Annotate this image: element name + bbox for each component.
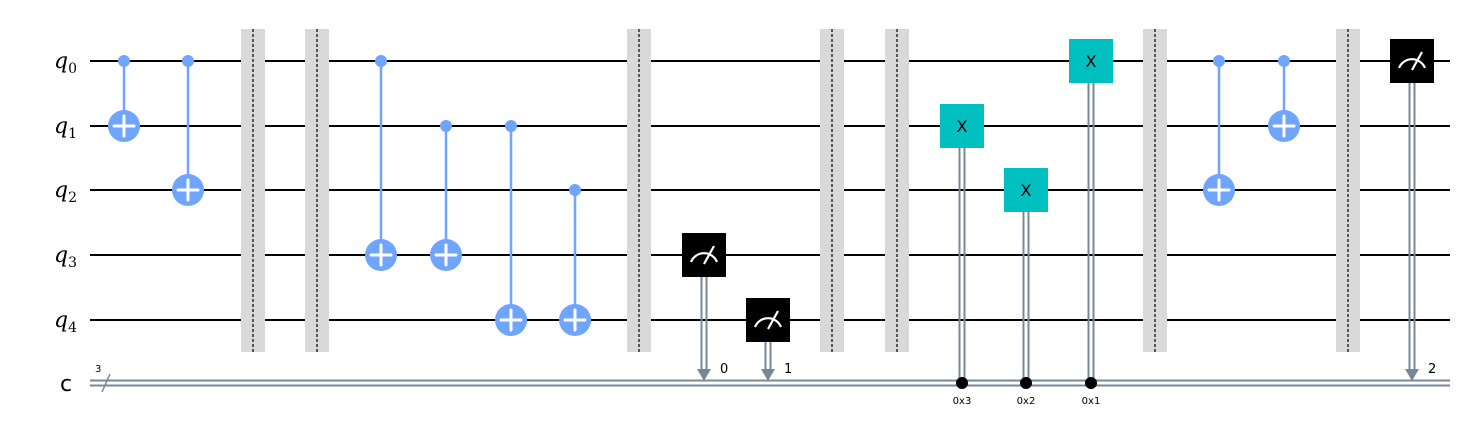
measure-arrow-icon <box>761 369 775 381</box>
meter-needle-icon <box>767 310 779 330</box>
measure-link <box>761 340 775 381</box>
measure-box <box>1390 39 1434 83</box>
target-plus-icon <box>1207 178 1231 202</box>
qubit-letter: q <box>54 243 68 268</box>
control-dot <box>1278 55 1290 67</box>
control-dot <box>182 55 194 67</box>
measure-link <box>697 275 711 381</box>
classical-bit-index: 0 <box>720 362 728 377</box>
measure-gate <box>682 233 726 277</box>
control-dot <box>118 55 130 67</box>
qubit-label-q2: q2 <box>54 178 77 206</box>
x-gate: X <box>1069 39 1113 83</box>
qubit-label-q4: q4 <box>54 308 77 336</box>
measure-arrow-icon <box>697 369 711 381</box>
target-plus-icon <box>112 114 136 138</box>
target-plus-icon <box>563 308 587 332</box>
cnot-gate <box>1203 55 1235 206</box>
condition-value: 0x1 <box>1082 396 1101 407</box>
x-gate-box <box>1069 39 1113 83</box>
meter-needle-icon <box>1411 51 1423 71</box>
condition-link <box>958 146 966 383</box>
classical-bit-index: 2 <box>1428 362 1436 377</box>
barrier <box>1336 29 1360 352</box>
condition-dot <box>956 377 968 389</box>
meter-needle-icon <box>703 245 715 265</box>
cnot-gate <box>108 55 140 142</box>
measure-arrow-icon <box>1405 369 1419 381</box>
cnot-gate <box>172 55 204 206</box>
qubit-index: 3 <box>68 255 77 271</box>
classical-bit-index: 1 <box>784 362 792 377</box>
cnot-gate <box>495 120 527 336</box>
qubit-index: 0 <box>68 61 77 77</box>
control-dot <box>1213 55 1225 67</box>
barrier <box>305 29 329 352</box>
qubit-label-q0: q0 <box>54 49 77 77</box>
gates-layer: 0 1 0x3 X 0x2 X 0x1 X 2 <box>108 29 1436 407</box>
measure-gate <box>1390 39 1434 83</box>
condition-value: 0x2 <box>1017 396 1036 407</box>
x-gate-box <box>940 104 984 148</box>
meter-arc-icon <box>1397 58 1427 69</box>
barrier <box>627 29 651 352</box>
measure-gate <box>746 298 790 342</box>
qubit-letter: q <box>54 308 68 333</box>
measure-box <box>682 233 726 277</box>
target-plus-icon <box>369 243 393 267</box>
meter-arc-icon <box>753 317 783 328</box>
classical-register-label: c <box>60 372 72 397</box>
control-dot <box>440 120 452 132</box>
x-gate-label: X <box>957 117 968 136</box>
x-gate: X <box>940 104 984 148</box>
qubit-letter: q <box>54 49 68 74</box>
qubit-label-q3: q3 <box>54 243 77 271</box>
measure-box <box>746 298 790 342</box>
qubit-index: 1 <box>68 126 77 142</box>
target-plus-icon <box>499 308 523 332</box>
qubit-index: 4 <box>68 320 77 336</box>
condition-value: 0x3 <box>953 396 972 407</box>
x-gate-box <box>1004 168 1048 212</box>
control-dot <box>505 120 517 132</box>
x-gate: X <box>1004 168 1048 212</box>
qubit-letter: q <box>54 178 68 203</box>
meter-arc-icon <box>689 252 719 263</box>
classical-register-size: 3 <box>95 364 101 375</box>
qubit-label-q1: q1 <box>54 114 77 142</box>
measure-link <box>1405 81 1419 381</box>
condition-link <box>1022 210 1030 383</box>
x-gate-label: X <box>1021 181 1032 200</box>
qubit-index: 2 <box>68 190 77 206</box>
cnot-gate <box>559 184 591 336</box>
condition-link <box>1087 81 1095 383</box>
cnot-gate <box>430 120 462 271</box>
condition-dot <box>1020 377 1032 389</box>
classical-bundle-slash <box>101 373 111 393</box>
barrier <box>820 29 844 352</box>
control-dot <box>569 184 581 196</box>
target-plus-icon <box>1272 114 1296 138</box>
cnot-gate <box>365 55 397 271</box>
condition-dot <box>1085 377 1097 389</box>
barrier <box>885 29 909 352</box>
barrier <box>241 29 265 352</box>
control-dot <box>375 55 387 67</box>
target-plus-icon <box>176 178 200 202</box>
barrier <box>1143 29 1167 352</box>
qubit-letter: q <box>54 114 68 139</box>
cnot-gate <box>1268 55 1300 142</box>
x-gate-label: X <box>1086 52 1097 71</box>
target-plus-icon <box>434 243 458 267</box>
